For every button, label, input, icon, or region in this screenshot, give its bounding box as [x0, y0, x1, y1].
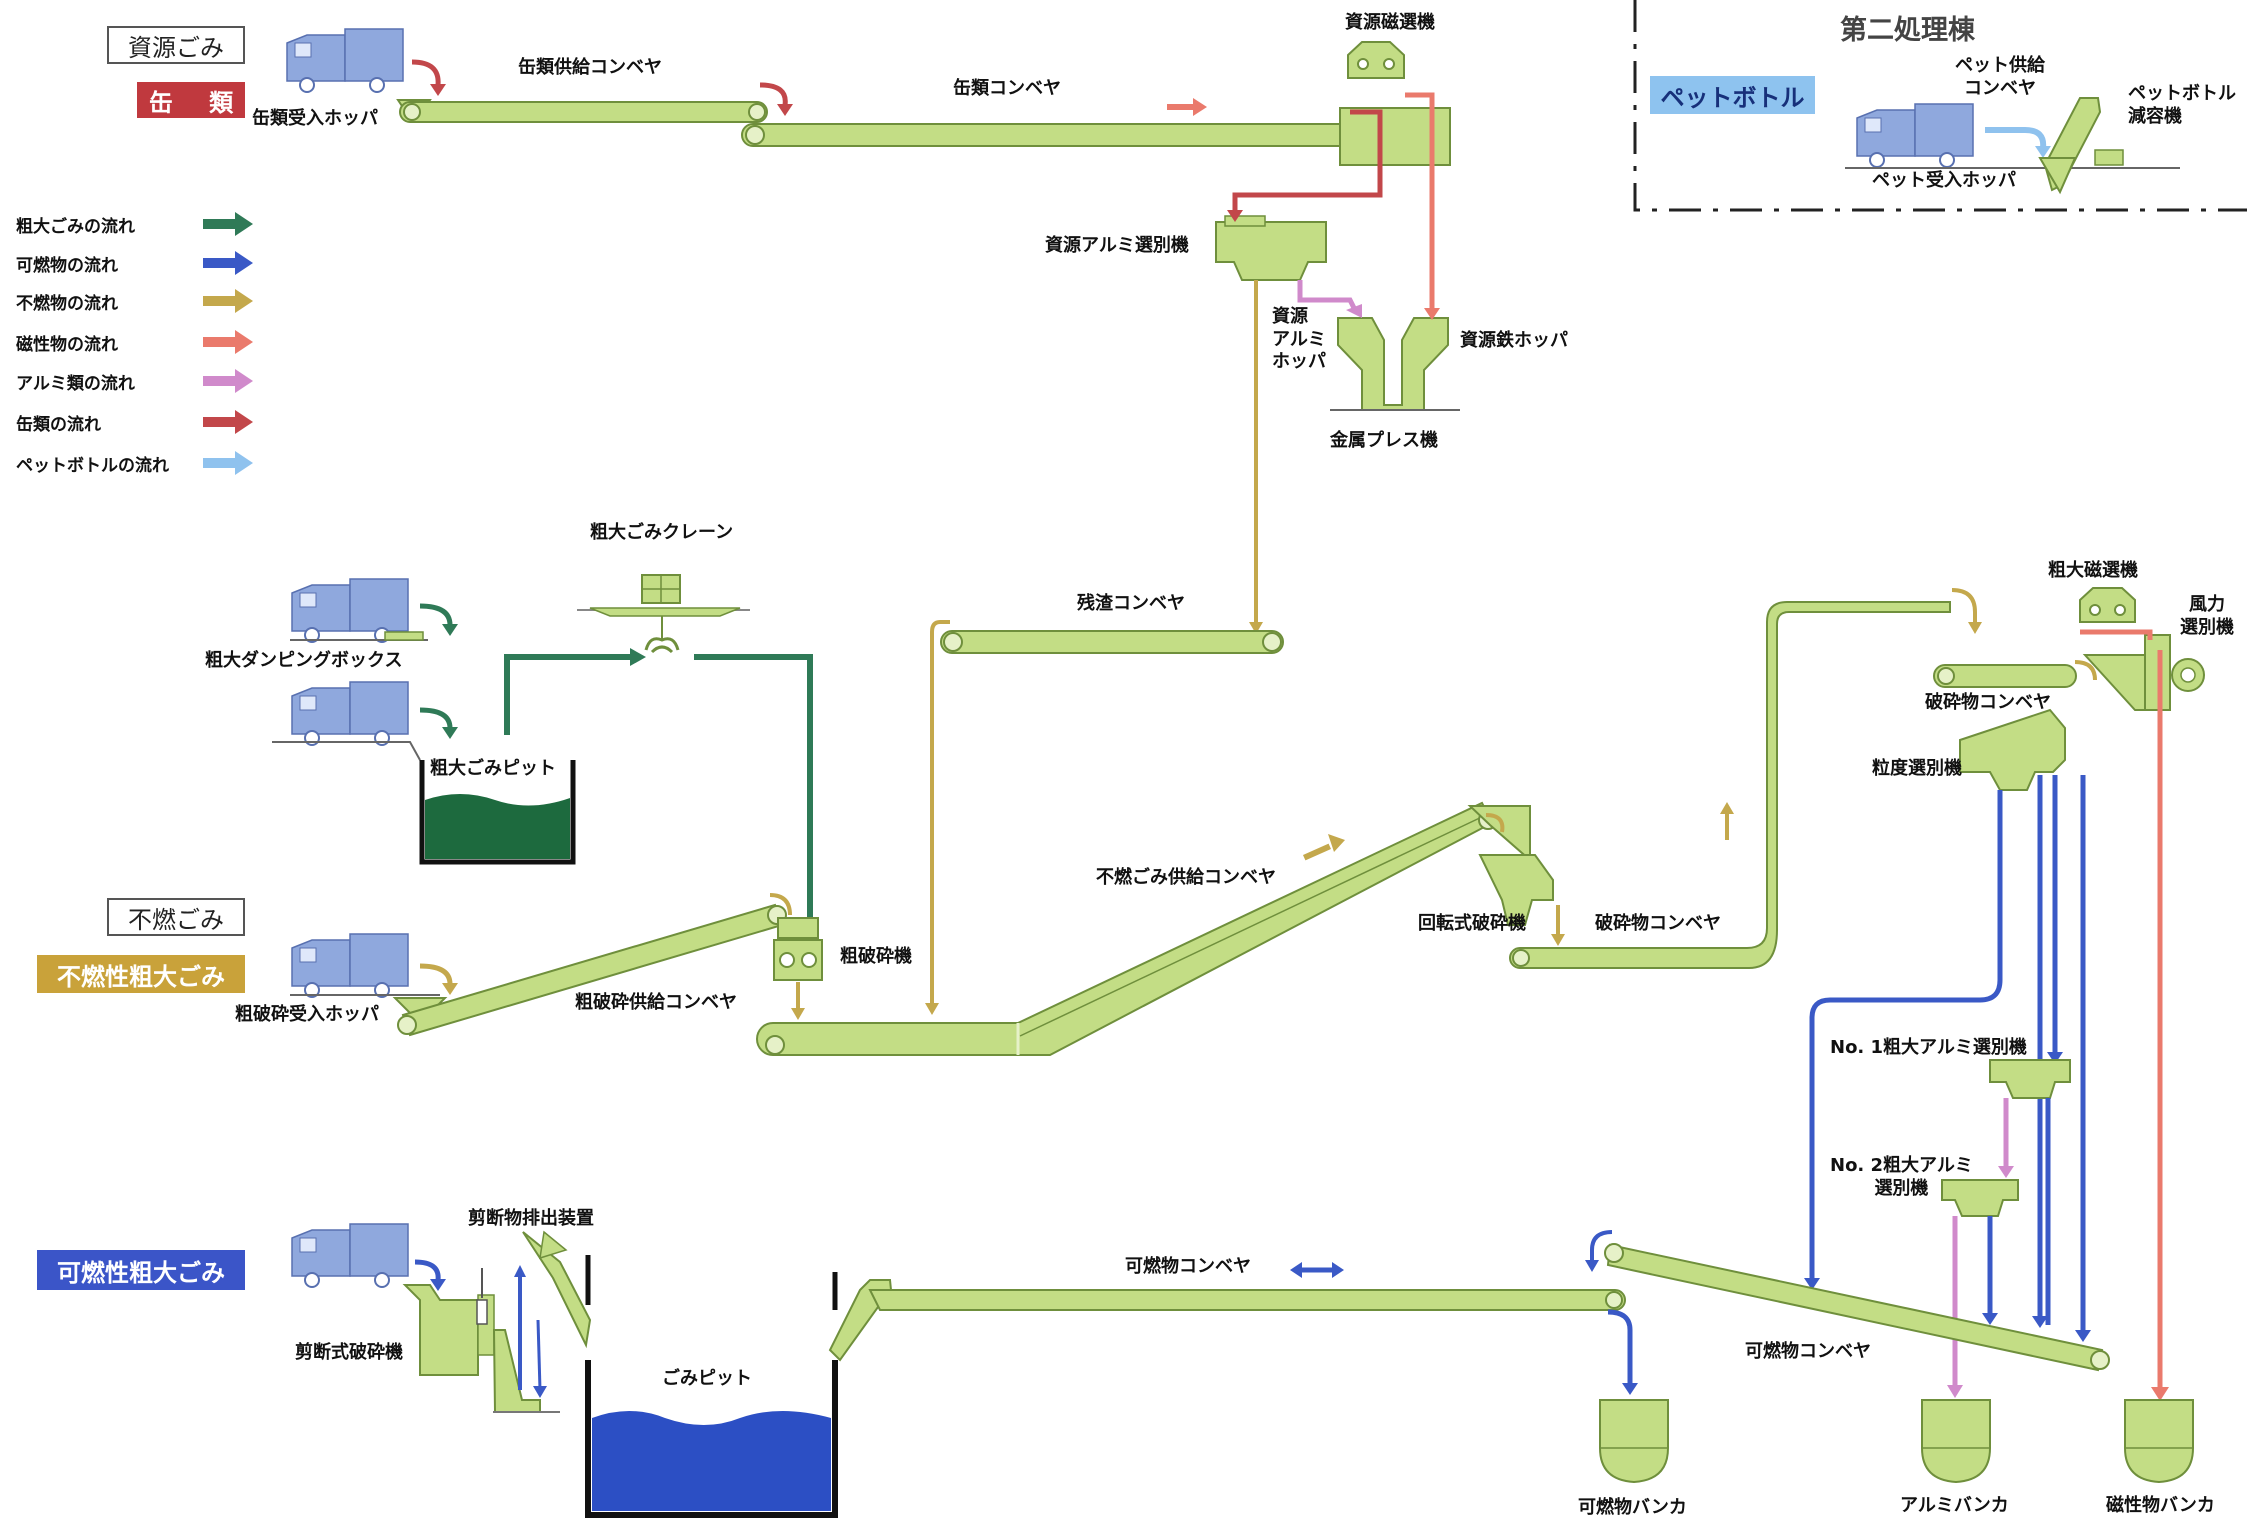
al-separator-2-label: No. 2粗大アルミ 選別機: [1830, 1155, 1973, 1199]
metal-press-label: 金属プレス機: [1330, 430, 1438, 451]
second-building-border: [1633, 0, 2247, 212]
legend-arrow-icon: [203, 410, 253, 434]
bulky-crane: [577, 574, 750, 654]
can-feed-conveyor-label: 缶類供給コンベヤ: [518, 57, 662, 78]
second-building-title: 第二処理棟: [1840, 15, 1975, 46]
resource-aluminum-separator: [1215, 215, 1327, 281]
combustible-conveyor-1: [828, 1279, 1626, 1362]
residue-conveyor-label: 残渣コンベヤ: [1077, 593, 1185, 614]
legend-arrow-icon: [203, 451, 253, 475]
bulky-crane-label: 粗大ごみクレーン: [590, 522, 734, 543]
legend-label: 缶類の流れ: [16, 415, 101, 435]
legend-item: 缶類の流れ: [16, 406, 256, 436]
rotary-crusher-label: 回転式破砕機: [1418, 913, 1526, 934]
bulky-pit-label: 粗大ごみピット: [430, 758, 556, 779]
coarse-crusher: [773, 917, 823, 981]
resource-magnetic-separator: [1339, 41, 1451, 166]
combustible-conveyor-2: [1604, 1243, 2110, 1372]
coarse-crusher-feed-conveyor: [397, 903, 787, 1037]
legend-arrow-icon: [203, 369, 253, 393]
legend-item: ペットボトルの流れ: [16, 447, 256, 477]
crushed-conveyor-1-label: 破砕物コンベヤ: [1595, 913, 1721, 934]
truck-bulky-2: [291, 681, 409, 746]
air-separator-label: 風力 選別機: [2180, 594, 2234, 638]
category-pet-bottle: ペットボトル: [1650, 76, 1815, 114]
resource-magnet-label: 資源磁選機: [1345, 12, 1435, 33]
resource-iron-hopper-label: 資源鉄ホッパ: [1460, 330, 1568, 351]
category-cans: 缶 類: [137, 82, 245, 118]
legend-arrow-icon: [203, 330, 253, 354]
incomb-feed-conveyor-label: 不燃ごみ供給コンベヤ: [1096, 867, 1276, 888]
size-separator-label: 粒度選別機: [1872, 758, 1962, 779]
coarse-hopper-label: 粗破砕受入ホッパ: [235, 1004, 379, 1025]
combustible-bunker-label: 可燃物バンカ: [1578, 1497, 1687, 1518]
crushed-conveyor-lower: [1509, 601, 1951, 969]
magnetic-bunker-label: 磁性物バンカ: [2106, 1495, 2215, 1516]
pet-feed-conveyor: [2038, 97, 2124, 195]
residue-conveyor: [940, 630, 1284, 654]
bulky-magnetic-separator: [2079, 587, 2136, 623]
legend-arrow-icon: [203, 289, 253, 313]
pet-compactor-label: ペットボトル 減容機: [2128, 83, 2236, 127]
coarse-feed-conveyor-label: 粗破砕供給コンベヤ: [575, 992, 737, 1013]
truck-pet: [1856, 103, 1974, 168]
truck-combustible: [291, 1223, 409, 1288]
bulky-pit: [419, 760, 576, 865]
category-combustible-bulky: 可燃性粗大ごみ: [37, 1250, 245, 1290]
aluminum-separator-2: [1941, 1179, 2019, 1217]
legend-arrow-icon: [203, 251, 253, 275]
legend-label: 可燃物の流れ: [16, 256, 118, 276]
resource-al-separator-label: 資源アルミ選別機: [1045, 235, 1189, 256]
legend-label: ペットボトルの流れ: [16, 456, 169, 476]
legend-arrow-icon: [203, 212, 253, 236]
metal-press: [1330, 317, 1460, 411]
coarse-crusher-label: 粗破砕機: [840, 946, 912, 967]
combustible-conveyor-1-label: 可燃物コンベヤ: [1125, 1256, 1251, 1277]
can-feed-conveyor: [399, 101, 768, 123]
garbage-pit: [585, 1255, 838, 1518]
aluminum-bunker: [1921, 1399, 1991, 1484]
pet-feed-conveyor-label: ペット供給 コンベヤ: [1955, 55, 2045, 99]
shear-discharge-device: [522, 1230, 592, 1349]
rotary-crusher: [1478, 854, 1554, 926]
can-conveyor: [741, 123, 1360, 147]
can-conveyor-label: 缶類コンベヤ: [953, 78, 1061, 99]
shear-crusher: [402, 1268, 560, 1413]
legend-item: 不燃物の流れ: [16, 285, 256, 315]
legend-item: 可燃物の流れ: [16, 247, 256, 277]
crushed-conveyor-upper: [1933, 664, 2077, 688]
resource-al-hopper-label: 資源 アルミ ホッパ: [1272, 306, 1326, 372]
legend-item: 磁性物の流れ: [16, 326, 256, 356]
truck-cans: [286, 28, 404, 93]
pet-hopper-label: ペット受入ホッパ: [1872, 170, 2016, 191]
combustible-bunker: [1599, 1399, 1669, 1484]
crushed-conveyor-2-label: 破砕物コンベヤ: [1925, 692, 2051, 713]
legend-label: アルミ類の流れ: [16, 374, 135, 394]
category-resource-waste: 資源ごみ: [107, 26, 245, 64]
al-separator-1-label: No. 1粗大アルミ選別機: [1830, 1037, 2027, 1058]
garbage-pit-label: ごみピット: [662, 1368, 752, 1389]
legend-label: 不燃物の流れ: [16, 294, 118, 314]
air-separator: [2082, 634, 2205, 711]
incombustible-feed-conveyor: [756, 801, 1531, 1056]
aluminum-bunker-label: アルミバンカ: [1900, 1495, 2009, 1516]
shear-crusher-label: 剪断式破砕機: [295, 1342, 403, 1363]
can-hopper-label: 缶類受入ホッパ: [252, 108, 378, 129]
bulky-magnet-label: 粗大磁選機: [2048, 560, 2138, 581]
category-incombustible-waste: 不燃ごみ: [107, 898, 245, 936]
combustible-conveyor-2-label: 可燃物コンベヤ: [1745, 1341, 1871, 1362]
magnetic-bunker: [2124, 1399, 2194, 1484]
legend-label: 粗大ごみの流れ: [16, 217, 135, 237]
size-separator: [1959, 708, 2066, 791]
legend-item: アルミ類の流れ: [16, 365, 256, 395]
truck-incombustible: [291, 933, 409, 998]
bulky-dumping-box-label: 粗大ダンピングボックス: [205, 650, 403, 671]
legend-item: 粗大ごみの流れ: [16, 208, 256, 238]
category-incombustible-bulky: 不燃性粗大ごみ: [37, 955, 245, 993]
shear-outlet-label: 剪断物排出装置: [468, 1208, 594, 1229]
aluminum-separator-1: [1989, 1059, 2071, 1099]
legend-label: 磁性物の流れ: [16, 335, 118, 355]
